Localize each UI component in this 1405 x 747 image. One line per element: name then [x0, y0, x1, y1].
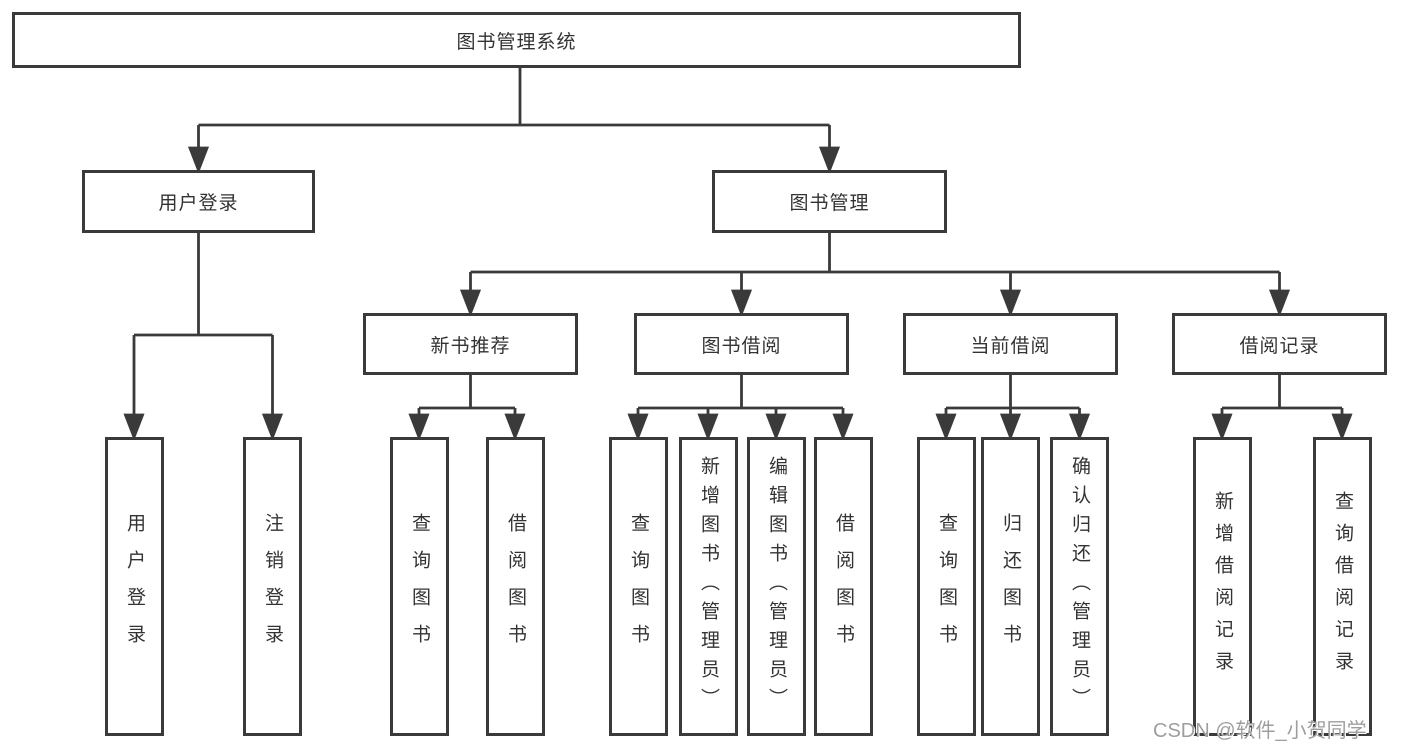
leaf-borrow-book-label: 借阅图书 — [833, 512, 854, 661]
leaf-current-query: 查询图书 — [917, 437, 976, 736]
node-current-borrow-label: 当前借阅 — [970, 335, 1051, 357]
leaf-borrow-add: 新增图书（管理员） — [679, 437, 738, 736]
node-user-login-label: 用户登录 — [158, 193, 239, 214]
leaf-newbooks-borrow-label: 借阅图书 — [505, 512, 526, 661]
leaf-current-return-label: 归还图书 — [1000, 512, 1021, 661]
connector-newbooks-to-leaves — [408, 375, 526, 441]
leaf-user-login: 用户登录 — [105, 437, 164, 736]
leaf-logout: 注销登录 — [243, 437, 302, 736]
connector-bookborrow-to-leaves — [627, 375, 854, 441]
leaf-logout-label: 注销登录 — [262, 512, 283, 661]
leaf-borrow-edit: 编辑图书（管理员） — [747, 437, 806, 736]
node-borrow-records-label: 借阅记录 — [1239, 335, 1320, 357]
leaf-records-add-label: 新增借阅记录 — [1212, 490, 1233, 683]
node-root: 图书管理系统 — [12, 12, 1021, 68]
node-book-management: 图书管理 — [712, 170, 947, 233]
leaf-borrow-query-label: 查询图书 — [628, 512, 649, 661]
leaf-current-return: 归还图书 — [981, 437, 1040, 736]
leaf-newbooks-query: 查询图书 — [390, 437, 449, 736]
leaf-current-confirm-return-label: 确认归还（管理员） — [1069, 456, 1090, 717]
connector-bookmgmt-to-level3 — [459, 233, 1291, 317]
node-book-borrow: 图书借阅 — [634, 313, 849, 375]
leaf-records-add: 新增借阅记录 — [1193, 437, 1252, 736]
leaf-records-query: 查询借阅记录 — [1313, 437, 1372, 736]
node-current-borrow: 当前借阅 — [903, 313, 1118, 375]
node-new-books: 新书推荐 — [363, 313, 578, 375]
leaf-records-query-label: 查询借阅记录 — [1332, 490, 1353, 683]
connector-userlogin-to-leaves — [123, 233, 284, 441]
leaf-borrow-add-label: 新增图书（管理员） — [698, 456, 719, 717]
leaf-current-query-label: 查询图书 — [936, 512, 957, 661]
leaf-current-confirm-return: 确认归还（管理员） — [1050, 437, 1109, 736]
leaf-borrow-query: 查询图书 — [609, 437, 668, 736]
node-borrow-records: 借阅记录 — [1172, 313, 1387, 375]
connector-root-to-level2 — [187, 68, 841, 174]
node-book-borrow-label: 图书借阅 — [701, 335, 782, 357]
leaf-borrow-book: 借阅图书 — [814, 437, 873, 736]
leaf-newbooks-query-label: 查询图书 — [409, 512, 430, 661]
csdn-watermark: CSDN @软件_小贺同学 — [1153, 720, 1367, 742]
node-user-login: 用户登录 — [82, 170, 315, 233]
leaf-newbooks-borrow: 借阅图书 — [486, 437, 545, 736]
node-root-label: 图书管理系统 — [456, 31, 577, 53]
leaf-borrow-edit-label: 编辑图书（管理员） — [766, 456, 787, 717]
node-book-management-label: 图书管理 — [789, 193, 870, 214]
connector-borrowrecords-to-leaves — [1211, 375, 1353, 441]
connector-currentborrow-to-leaves — [935, 375, 1091, 441]
node-new-books-label: 新书推荐 — [430, 335, 511, 357]
leaf-user-login-label: 用户登录 — [124, 512, 145, 661]
